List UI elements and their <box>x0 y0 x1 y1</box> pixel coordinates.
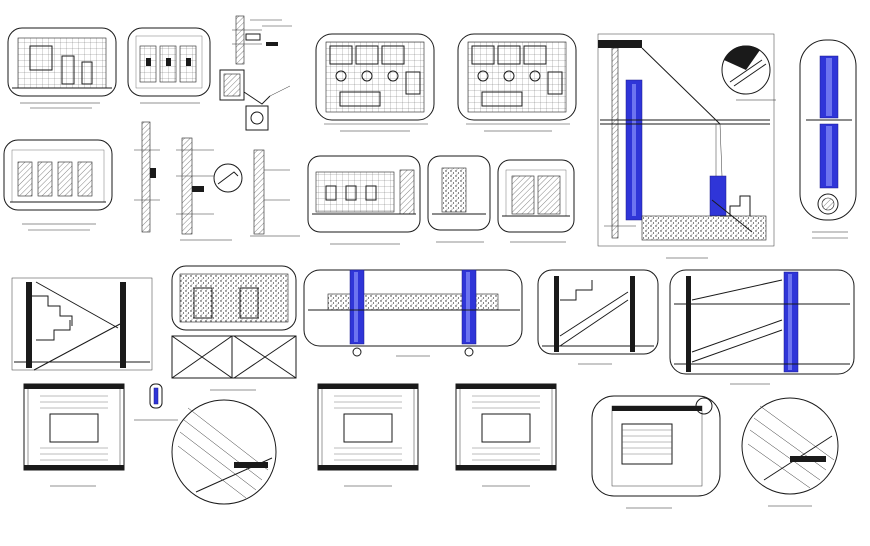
view-elevation-stipple-doors <box>171 265 297 391</box>
view-section-stair-column-2 <box>669 269 855 385</box>
view-elevation-stipple <box>427 155 491 243</box>
view-section-stair-column <box>597 33 775 259</box>
view-elevation-tiled-1 <box>7 27 117 109</box>
view-elevation-column <box>799 39 857 239</box>
view-section-beam-columns <box>303 269 523 357</box>
view-detail-circle-2 <box>171 399 277 505</box>
view-section-wall-detail <box>213 149 300 237</box>
view-detail-circle-3 <box>741 397 839 507</box>
view-plan-toilet-1 <box>315 33 435 132</box>
view-elevation-cubicles <box>127 27 211 104</box>
view-plan-stair-2 <box>317 383 419 487</box>
view-section-wall-2 <box>176 137 232 241</box>
view-section-stair-2 <box>537 269 659 365</box>
view-section-detail-1 <box>232 15 292 65</box>
view-section-detail-2 <box>219 69 291 131</box>
view-plan-stair-1 <box>23 383 125 487</box>
view-elevation-toilet <box>307 155 421 245</box>
view-plan-stair-3 <box>455 383 557 487</box>
view-small-badge <box>134 383 178 421</box>
view-section-wall-1 <box>134 121 160 233</box>
view-plan-toilet-2 <box>457 33 577 132</box>
view-plan-stair-round <box>591 395 721 509</box>
view-detail-circle-1 <box>721 45 776 101</box>
view-elevation-partitions <box>3 139 113 231</box>
view-section-stair-1 <box>11 277 153 371</box>
view-elevation-doors <box>497 159 575 243</box>
